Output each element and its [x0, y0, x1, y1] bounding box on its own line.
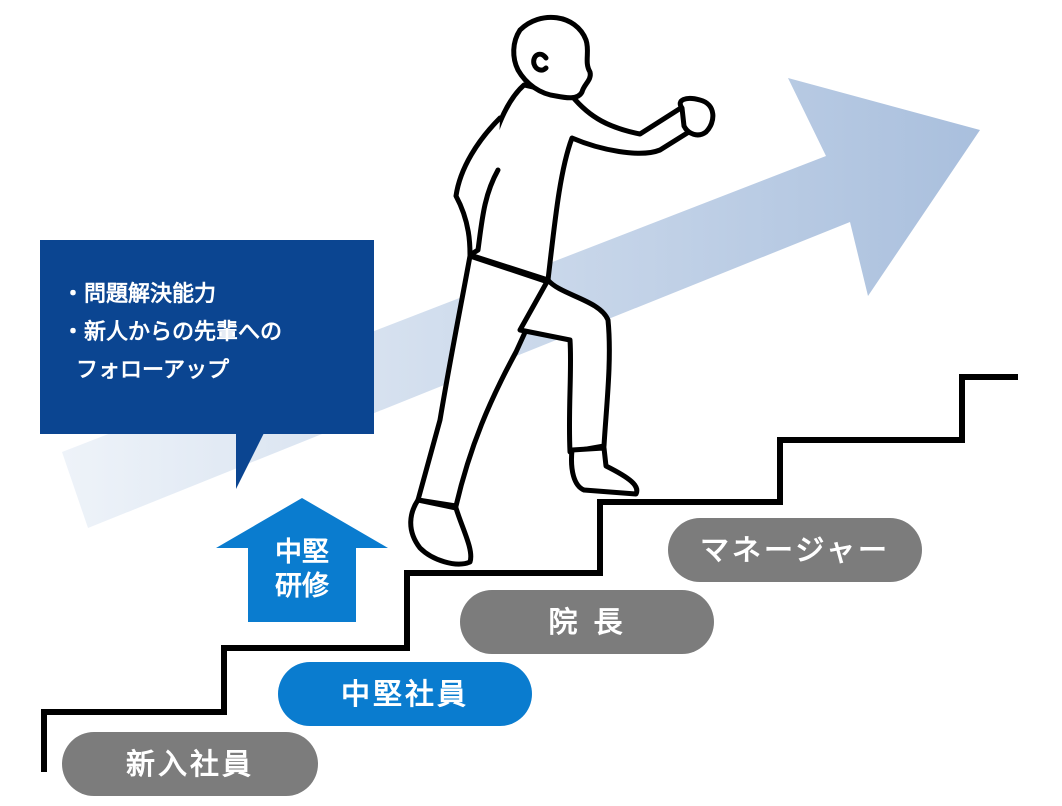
callout-line-3: フォローアップ: [76, 358, 230, 383]
callout-line-2: ・新人からの先輩への: [62, 320, 283, 345]
callout-line-1: ・問題解決能力: [62, 282, 217, 307]
training-label: 中堅 研修: [248, 536, 356, 604]
staircase: [41, 374, 1018, 772]
stage-new-employee: 新入社員: [62, 732, 318, 796]
climbing-person: [408, 14, 716, 567]
stage-manager: マネージャー: [668, 518, 922, 582]
person-fist: [677, 95, 716, 138]
stage-director: 院 長: [460, 590, 714, 654]
stage-mid-level-employee: 中堅社員: [278, 662, 532, 726]
skills-callout-text: ・問題解決能力 ・新人からの先輩への フォローアップ: [62, 276, 362, 390]
person-front-leg: [517, 277, 612, 455]
person-front-shoe: [569, 445, 640, 497]
skills-callout: [40, 240, 374, 434]
person-back-shoe: [408, 497, 474, 567]
skills-callout-tail: [236, 433, 264, 489]
training-label-line-2: 研修: [275, 571, 329, 602]
training-label-line-1: 中堅: [275, 537, 329, 568]
person-ear: [531, 51, 549, 73]
training-up-arrow: [216, 498, 388, 622]
person-head: [511, 14, 593, 101]
person-back-arm: [453, 115, 503, 258]
